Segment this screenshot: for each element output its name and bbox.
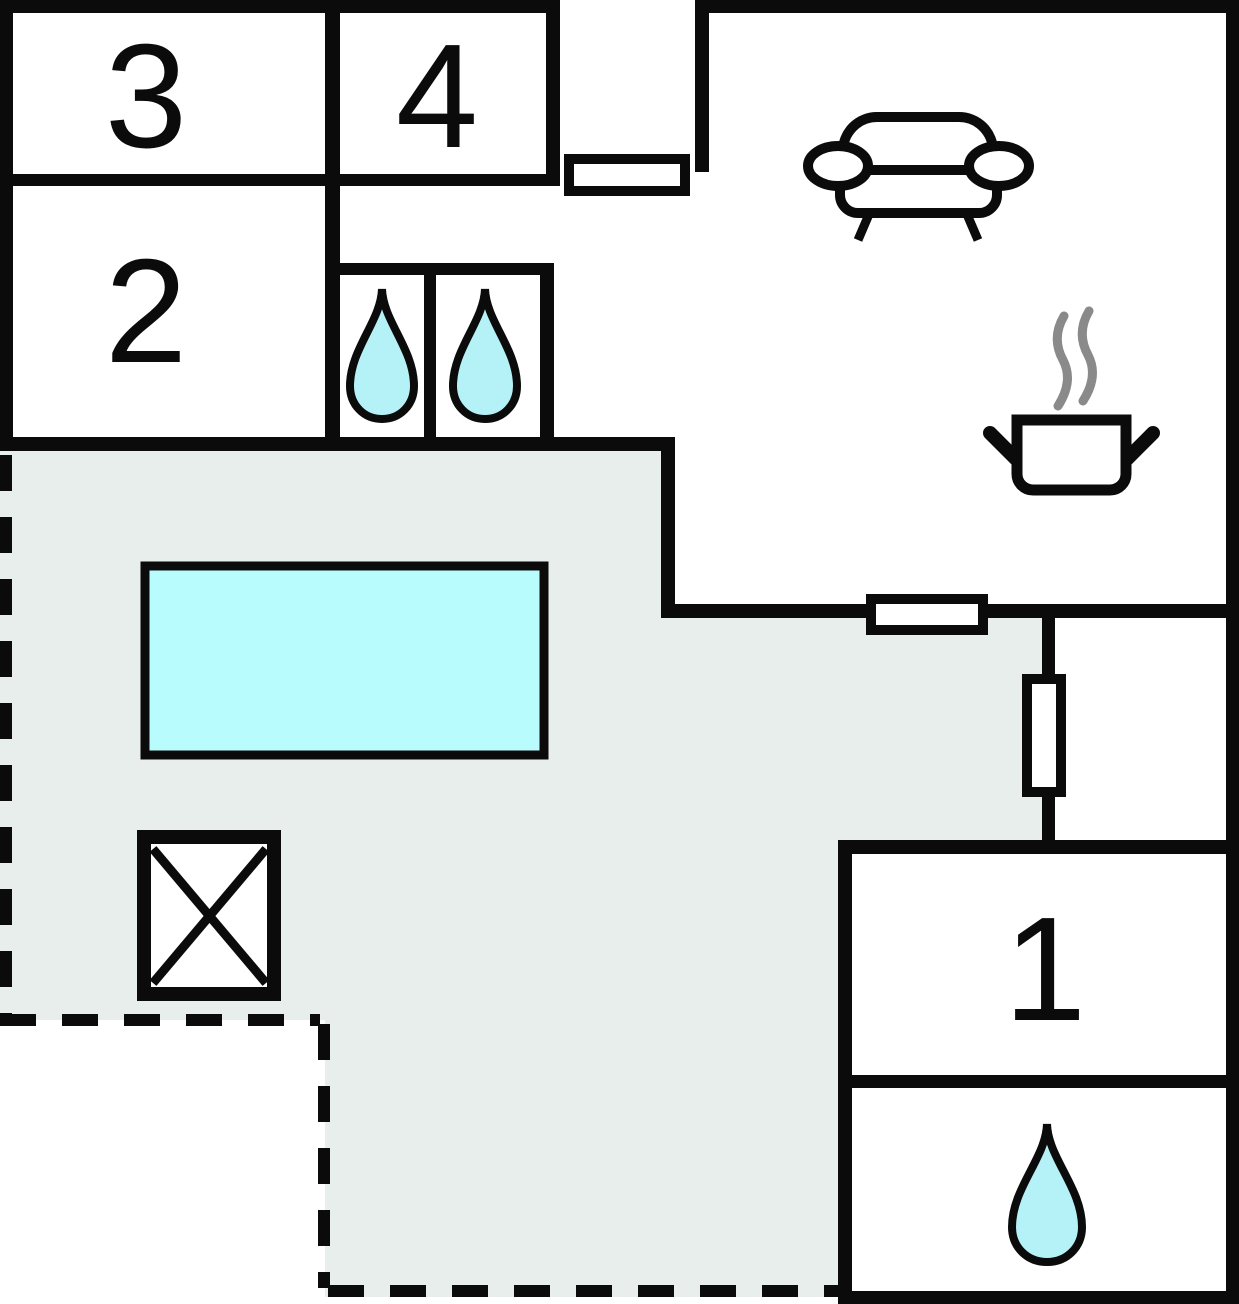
wall <box>325 13 340 451</box>
water-drop-icon <box>1007 1123 1087 1267</box>
steam <box>1052 311 1072 411</box>
wall <box>695 0 1239 13</box>
room-3-label: 3 <box>105 14 187 179</box>
wall <box>852 1075 1226 1088</box>
pool <box>140 561 549 760</box>
wall <box>1226 0 1239 1304</box>
room-2-label: 2 <box>105 229 187 394</box>
steam <box>1077 306 1097 406</box>
door-living-room <box>866 594 988 635</box>
sofa-icon <box>803 112 1034 242</box>
terrace-boundary <box>0 455 840 1297</box>
door-entrance <box>564 154 690 196</box>
cooking-pot-icon <box>983 306 1160 496</box>
water-drop-icon <box>448 288 522 424</box>
table-x-icon <box>137 830 281 1001</box>
wall <box>695 0 709 172</box>
door-hallway <box>1022 674 1066 797</box>
wall <box>661 604 868 618</box>
wall <box>546 0 560 186</box>
shower-symbols <box>345 288 1087 1267</box>
doors <box>564 154 1066 797</box>
wall <box>0 0 559 13</box>
wall <box>0 174 560 186</box>
water-drop-icon <box>345 288 419 424</box>
room-1-label: 1 <box>1004 887 1086 1052</box>
wall <box>340 263 554 275</box>
wall <box>838 840 1226 854</box>
wall <box>540 263 554 451</box>
wall <box>838 840 852 1304</box>
wall <box>838 1291 1239 1304</box>
wall <box>424 270 436 451</box>
wall <box>661 437 675 618</box>
wall <box>0 437 675 451</box>
room-4-label: 4 <box>396 14 478 179</box>
wall <box>0 0 13 451</box>
wall <box>987 604 1226 618</box>
